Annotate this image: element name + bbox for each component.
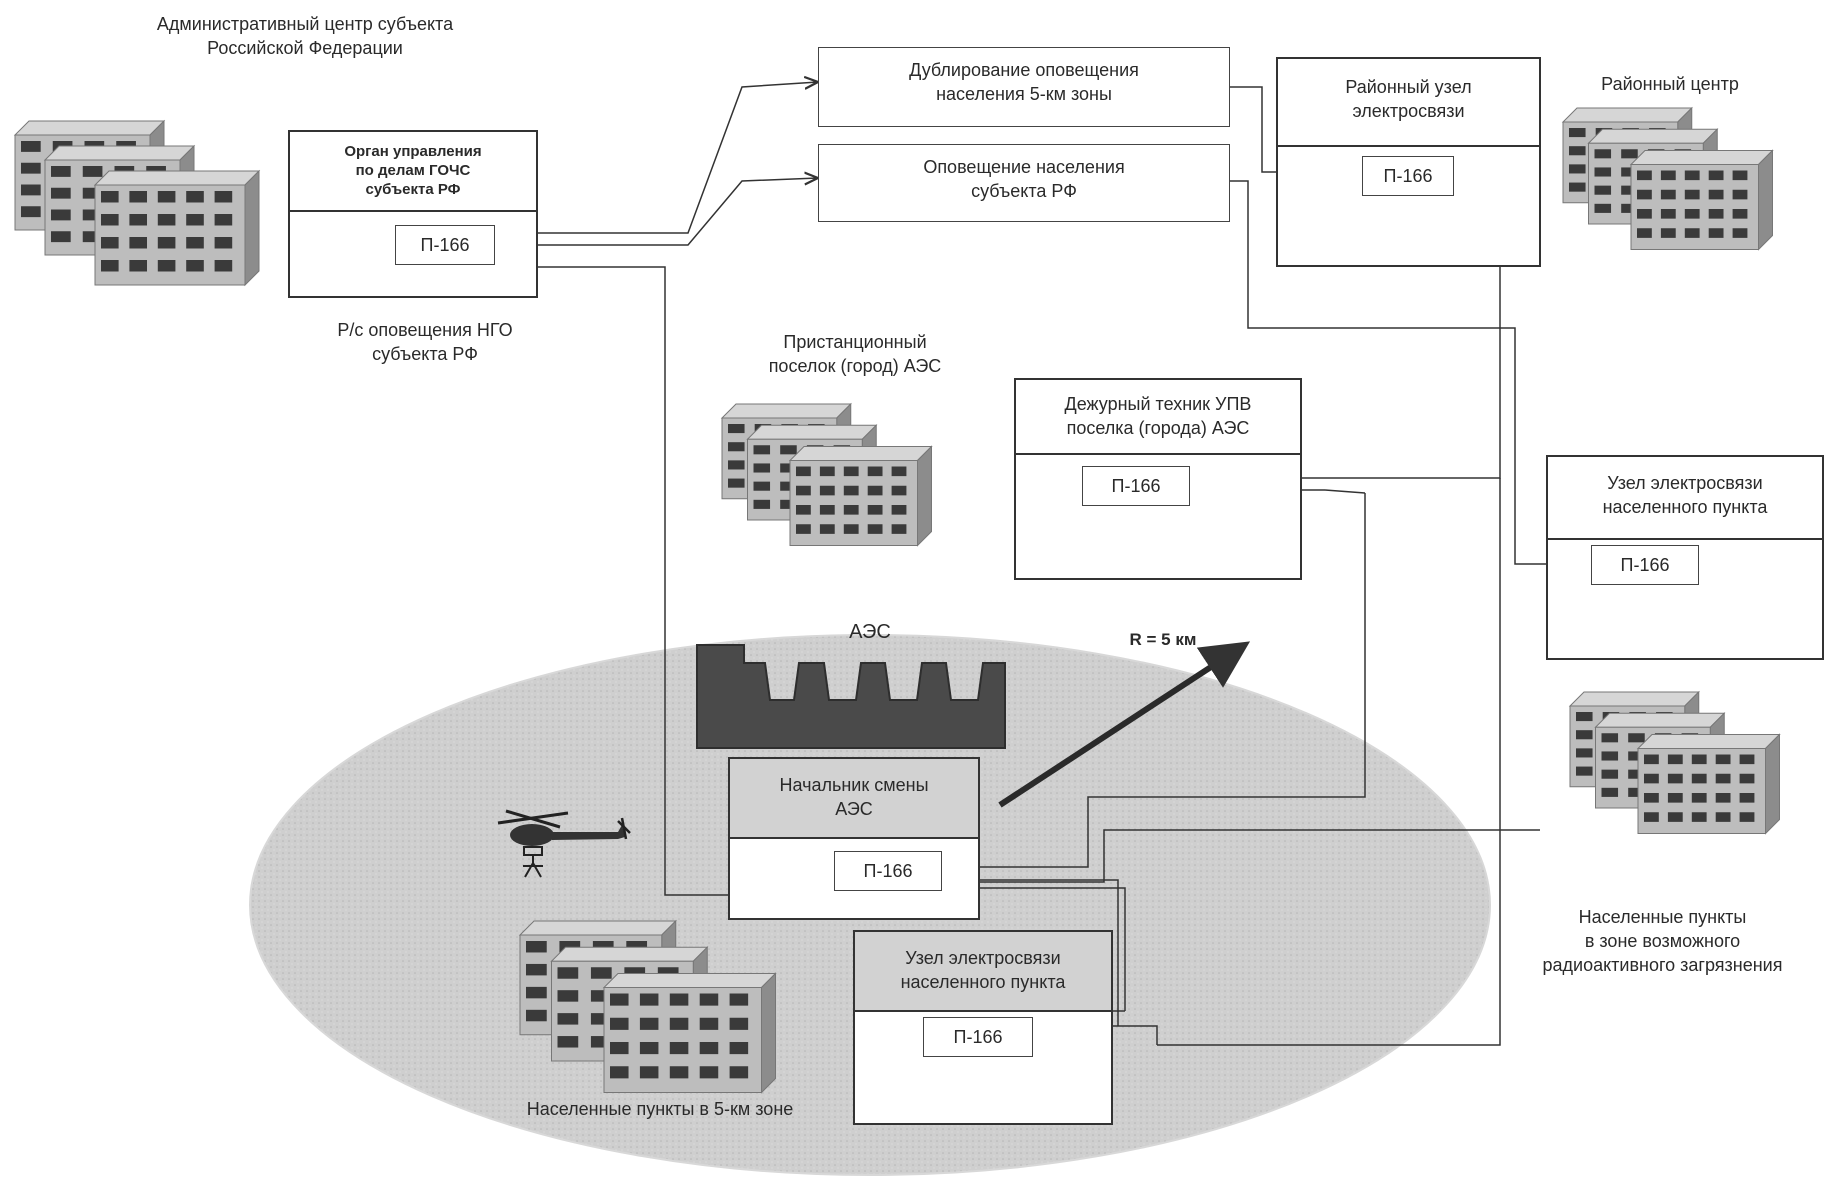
duty-tech-box: Дежурный техник УПВ поселка (города) АЭС… xyxy=(1014,378,1302,580)
organ-gochs-box: Орган управления по делам ГОЧС субъекта … xyxy=(288,130,538,298)
p166-device: П-166 xyxy=(395,225,495,265)
p166-device: П-166 xyxy=(1591,545,1699,585)
radius-arrow xyxy=(998,641,1251,808)
duplication-title: Дублирование оповещения населения 5-км з… xyxy=(909,60,1139,104)
radio-station-label: Р/с оповещения НГО субъекта РФ xyxy=(337,320,513,364)
shift-chief-box: Начальник смены АЭС П-166 xyxy=(728,757,980,920)
admin-center-buildings-icon xyxy=(13,119,261,287)
district-center-buildings-icon xyxy=(1561,106,1774,251)
station-town-label: Пристанционный поселок (город) АЭС xyxy=(768,332,942,376)
district-node-title: Районный узел электросвязи xyxy=(1278,59,1539,147)
p166-device: П-166 xyxy=(1082,466,1190,506)
contamination-settlements-buildings-icon xyxy=(1568,690,1781,835)
duplication-box: Дублирование оповещения населения 5-км з… xyxy=(818,47,1230,127)
p166-device: П-166 xyxy=(923,1017,1033,1057)
p166-device: П-166 xyxy=(1362,156,1454,196)
admin-center-label: Административный центр субъекта Российск… xyxy=(156,14,454,58)
npp-icon xyxy=(696,644,1006,749)
district-node-box: Районный узел электросвязи П-166 xyxy=(1276,57,1541,267)
settlement-node-zone-box: Узел электросвязи населенного пункта П-1… xyxy=(853,930,1113,1125)
population-alert-box: Оповещение населения субъекта РФ xyxy=(818,144,1230,222)
shift-chief-title: Начальник смены АЭС xyxy=(730,759,978,839)
population-alert-title: Оповещение населения субъекта РФ xyxy=(923,157,1125,201)
npp-label: АЭС xyxy=(849,621,891,643)
contamination-settlements-label: Населенные пункты в зоне возможного ради… xyxy=(1542,907,1783,975)
radius-label: R = 5 км xyxy=(1129,630,1197,649)
helicopter-icon xyxy=(497,809,631,878)
duty-tech-title: Дежурный техник УПВ поселка (города) АЭС xyxy=(1016,380,1300,455)
settlement-node-zone-title: Узел электросвязи населенного пункта xyxy=(855,932,1111,1012)
settlement-node-right-box: Узел электросвязи населенного пункта П-1… xyxy=(1546,455,1824,660)
zone-settlements-label: Населенные пункты в 5-км зоне xyxy=(526,1099,794,1119)
organ-gochs-title: Орган управления по делам ГОЧС субъекта … xyxy=(290,132,536,212)
zone-settlements-buildings-icon xyxy=(518,919,777,1094)
station-town-buildings-icon xyxy=(720,402,933,547)
settlement-node-right-title: Узел электросвязи населенного пункта xyxy=(1548,457,1822,540)
district-center-label: Районный центр xyxy=(1601,74,1739,94)
p166-device: П-166 xyxy=(834,851,942,891)
